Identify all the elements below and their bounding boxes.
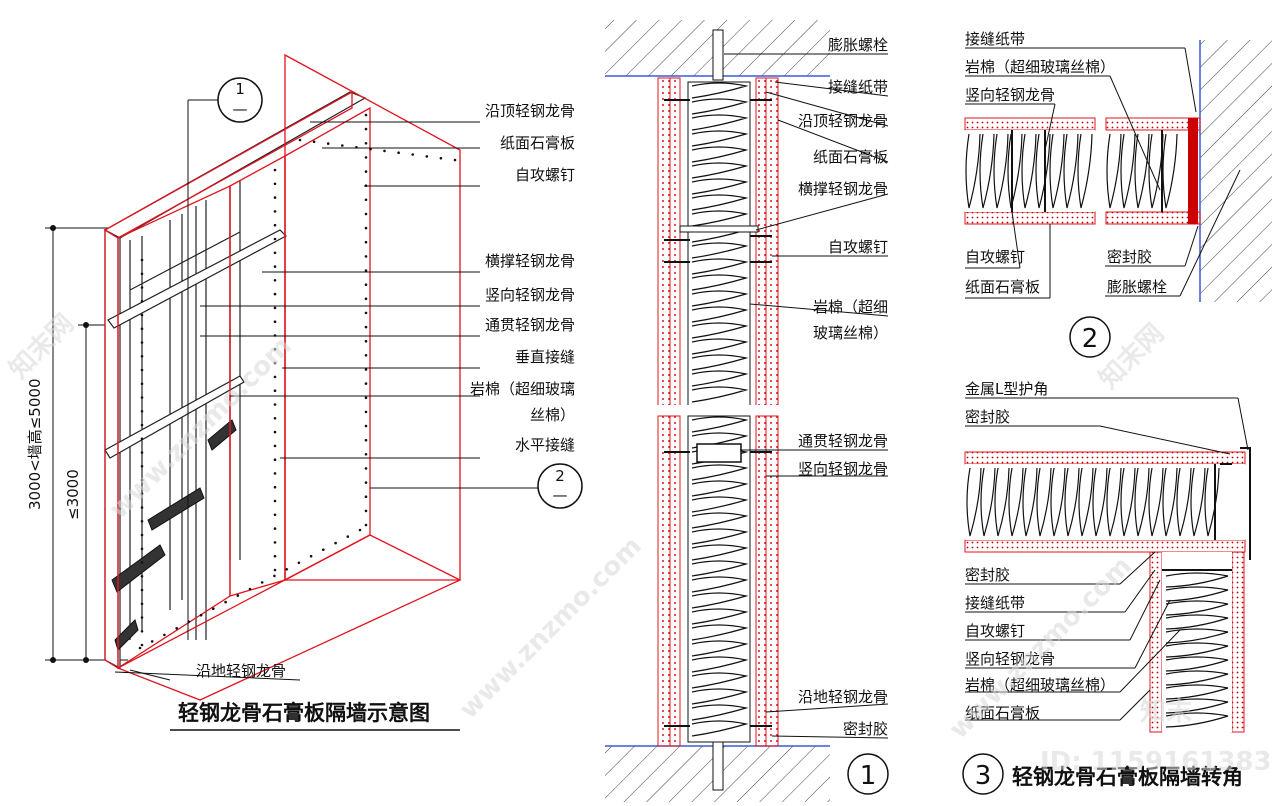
det2-label-top-0: 接缝纸带: [965, 30, 1025, 48]
callout-1-sub: —: [233, 100, 248, 118]
watermark-site-2: www.znzmo.com: [454, 531, 648, 725]
axo-label-5: 通贯轻钢龙骨: [485, 316, 575, 334]
sec1-label-3: 纸面石膏板: [813, 148, 888, 166]
detail-3-title: 轻钢龙骨石膏板隔墙转角: [1012, 765, 1243, 789]
sec1-label-8: 通贯轻钢龙骨: [798, 432, 888, 450]
det2-label-bottom-3: 膨胀螺栓: [1107, 278, 1167, 296]
det2-label-top-2: 竖向轻钢龙骨: [965, 86, 1055, 104]
insulation-waves: [691, 82, 749, 737]
det3-label-side-5: 纸面石膏板: [965, 704, 1040, 722]
section-1-number-circle: [847, 753, 889, 795]
axo-label-3: 横撑轻钢龙骨: [485, 252, 575, 270]
dim-total-label: 3000<墙高≤5000: [26, 379, 44, 511]
sec1-label-6: 岩棉（超细: [813, 298, 888, 316]
section-1-view: 膨胀螺栓 接缝纸带 沿顶轻钢龙骨 纸面石膏板 横撑轻钢龙骨 自攻螺钉 岩棉（超细…: [600, 20, 889, 802]
axo-label-1: 纸面石膏板: [500, 134, 575, 152]
detail-2-view: 接缝纸带 岩棉（超细玻璃丝棉） 竖向轻钢龙骨 自攻螺钉 纸面石膏板 密封胶 膨胀…: [964, 30, 1272, 358]
det3-label-side-1: 接缝纸带: [965, 594, 1025, 612]
axo-label-4: 竖向轻钢龙骨: [485, 286, 575, 304]
dim-part-label: ≤3000: [64, 469, 82, 520]
det2-label-bottom-0: 自攻螺钉: [965, 248, 1025, 266]
axo-label-2: 自攻螺钉: [515, 166, 575, 184]
watermark-brand-net-1: 知末网: [4, 309, 80, 385]
sec1-label-2: 沿顶轻钢龙骨: [798, 112, 888, 130]
det3-label-top-1: 密封胶: [965, 408, 1010, 426]
watermark-id: ID: 1159161383: [1040, 747, 1272, 777]
insulation-waves: [966, 467, 1220, 537]
watermark-brand: 知末: [1140, 697, 1193, 727]
axo-label-8: 丝棉）: [530, 406, 575, 424]
det2-label-top-1: 岩棉（超细玻璃丝棉）: [965, 58, 1115, 76]
detail-3-number: 3: [975, 761, 992, 791]
sec1-label-7: 玻璃丝棉）: [813, 324, 888, 342]
det2-label-bottom-1: 纸面石膏板: [965, 278, 1040, 296]
axo-label-0: 沿顶轻钢龙骨: [485, 102, 575, 120]
detail-3-view: 金属L型护角 密封胶 密封胶 接缝纸带 自攻螺钉 竖向轻钢龙骨 岩棉（超细玻璃丝…: [962, 380, 1251, 795]
det2-label-bottom-2: 密封胶: [1107, 248, 1152, 266]
axo-label-7: 岩棉（超细玻璃: [470, 380, 575, 398]
callout-1-number: 1: [235, 80, 245, 98]
callout-2-circle: [537, 463, 583, 509]
axonometric-view: 3000<墙高≤5000 ≤3000: [26, 53, 583, 731]
callout-2-sub: —: [553, 486, 568, 504]
screw-dots: [138, 113, 457, 650]
section-1-number: 1: [860, 761, 877, 791]
callout-2-number: 2: [555, 467, 565, 485]
axo-title: 轻钢龙骨石膏板隔墙示意图: [178, 701, 430, 725]
det3-label-side-4: 岩棉（超细玻璃丝棉）: [965, 676, 1115, 694]
sec1-label-10: 沿地轻钢龙骨: [798, 688, 888, 706]
sec1-label-11: 密封胶: [843, 720, 888, 738]
det3-label-top-0: 金属L型护角: [965, 380, 1048, 398]
sec1-label-0: 膨胀螺栓: [828, 36, 888, 54]
det3-label-side-2: 自攻螺钉: [965, 622, 1025, 640]
sec1-label-5: 自攻螺钉: [828, 238, 888, 256]
axo-label-9: 水平接缝: [515, 436, 575, 454]
detail-3-number-circle: [962, 753, 1004, 795]
det3-label-side-0: 密封胶: [965, 566, 1010, 584]
sec1-label-1: 接缝纸带: [828, 78, 888, 96]
detail-2-number: 2: [1082, 324, 1099, 354]
axo-label-6: 垂直接缝: [515, 348, 575, 366]
axo-bottom-label: 沿地轻钢龙骨: [196, 662, 286, 680]
det3-label-side-3: 竖向轻钢龙骨: [965, 650, 1055, 668]
sec1-label-4: 横撑轻钢龙骨: [798, 180, 888, 198]
detail-2-number-circle: [1069, 316, 1111, 358]
insulation-waves: [1165, 572, 1229, 728]
sec1-label-9: 竖向轻钢龙骨: [798, 460, 888, 478]
callout-1-circle: [217, 77, 263, 123]
insulation-waves: [965, 133, 1178, 209]
